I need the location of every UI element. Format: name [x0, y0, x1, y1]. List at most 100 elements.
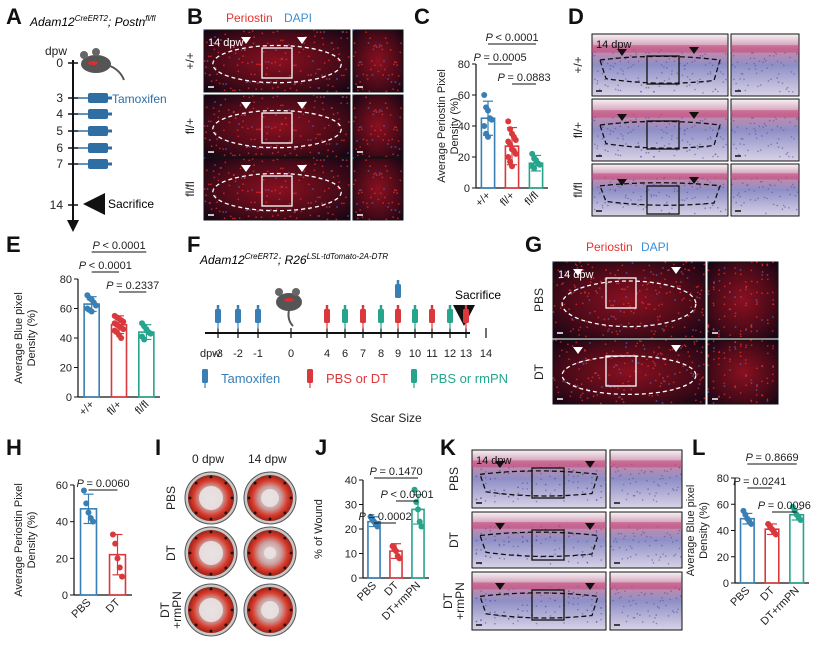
day-label: -1 [253, 348, 263, 360]
stain-speck [640, 591, 643, 594]
stain-speck [696, 350, 698, 353]
stain-speck [246, 209, 249, 211]
stain-speck [316, 31, 318, 34]
stain-speck [591, 266, 594, 269]
stain-speck [572, 546, 575, 549]
stain-speck [609, 64, 612, 67]
stain-speck [772, 303, 775, 306]
stain-speck [568, 289, 571, 292]
stain-speck [740, 343, 742, 346]
stain-speck [570, 293, 573, 295]
stain-speck [323, 31, 325, 33]
stain-speck [669, 534, 671, 536]
wound-photo [243, 471, 297, 525]
stain-speck [658, 346, 660, 349]
stain-speck [218, 210, 221, 213]
stain-speck [316, 159, 318, 162]
stain-speck [370, 125, 373, 127]
wound-area [199, 541, 223, 565]
stain-speck [655, 500, 658, 503]
stain-speck [689, 299, 691, 302]
stain-speck [641, 301, 643, 304]
stain-speck [646, 535, 648, 538]
stain-speck [723, 267, 726, 269]
stain-speck [675, 475, 678, 478]
stain-speck [776, 204, 778, 207]
stain-speck [656, 605, 659, 608]
stain-speck [725, 78, 727, 81]
stain-speck [234, 154, 236, 157]
stain-speck [340, 165, 342, 168]
stain-speck [279, 167, 282, 170]
stain-speck [622, 138, 624, 140]
stain-speck [475, 539, 478, 542]
stain-speck [627, 204, 630, 206]
stain-speck [238, 89, 241, 91]
stain-speck [591, 482, 593, 485]
stain-speck [521, 535, 524, 538]
stain-speck [288, 140, 291, 142]
stain-speck [498, 493, 501, 495]
panel-k-row-label: DT+rmPN [441, 582, 467, 620]
stain-speck [619, 330, 621, 332]
syringe-icon [307, 369, 313, 383]
stain-speck [718, 330, 720, 332]
stain-speck [709, 62, 711, 64]
stain-speck [253, 36, 256, 39]
stain-speck [686, 197, 688, 200]
stain-speck [257, 210, 260, 212]
stain-speck [609, 386, 612, 389]
stain-speck [626, 326, 629, 328]
zoom-box [605, 277, 637, 309]
stain-speck [702, 376, 704, 379]
stain-speck [747, 84, 749, 87]
stain-speck [677, 312, 680, 315]
stain-speck [609, 188, 611, 191]
stain-speck [595, 621, 598, 623]
stain-speck [549, 597, 551, 600]
stain-speck [668, 122, 671, 125]
stain-speck [666, 67, 668, 69]
stain-speck [729, 291, 731, 293]
stain-speck [255, 216, 257, 219]
stain-speck [735, 201, 737, 204]
stain-speck [567, 270, 570, 273]
stain-speck [592, 395, 595, 398]
stain-speck [614, 189, 617, 191]
stain-speck [745, 62, 748, 65]
stain-speck [319, 68, 321, 71]
stain-speck [707, 269, 710, 272]
stain-speck [589, 359, 592, 361]
fluorescence-zoom-image [352, 157, 404, 221]
p-value: = 0.0060 [86, 478, 129, 490]
stain-speck [772, 261, 774, 264]
stain-speck [668, 195, 670, 198]
stain-speck [596, 145, 599, 147]
stain-speck [323, 127, 326, 129]
stain-speck [396, 192, 398, 195]
syringe-icon [78, 93, 112, 103]
stain-speck [360, 128, 363, 131]
panel-f-dpw-label: dpw [200, 348, 220, 360]
stain-speck [635, 118, 637, 121]
zoom-box [261, 112, 293, 144]
epidermis-layer [610, 460, 682, 468]
stain-speck [660, 64, 663, 66]
stain-speck [480, 468, 483, 470]
stain-speck [581, 473, 584, 476]
stain-speck [295, 192, 297, 195]
stain-speck [545, 611, 547, 614]
stain-speck [264, 61, 267, 63]
legend-item: PBS or rmPN [411, 369, 508, 388]
stain-speck [755, 367, 758, 370]
data-point [80, 487, 87, 494]
epidermis-layer [731, 110, 799, 118]
stain-speck [400, 107, 402, 110]
stain-speck [603, 318, 606, 321]
legend-label: PBS or rmPN [430, 371, 508, 386]
stain-speck [755, 137, 758, 140]
stain-speck [572, 328, 575, 330]
suture-dot [289, 551, 293, 555]
stain-speck [732, 54, 735, 57]
stain-speck [549, 475, 551, 478]
